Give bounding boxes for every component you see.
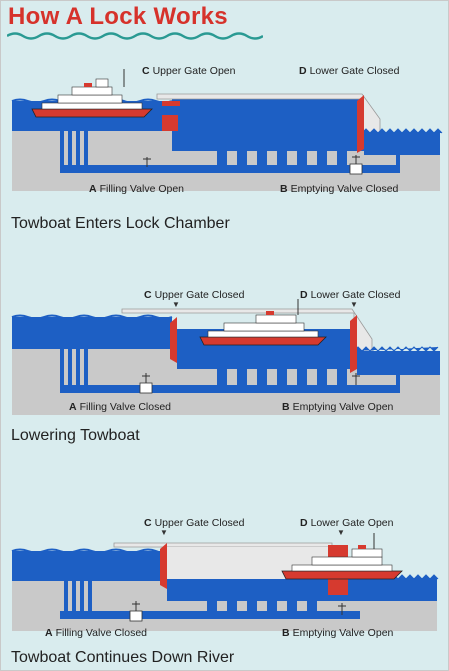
lower-gate — [350, 315, 357, 373]
emptying-valve-icon — [352, 373, 360, 385]
gate-d-marker: ▼ — [350, 300, 358, 309]
filling-valve-icon — [143, 157, 151, 167]
caption-panel-2: Lowering Towboat — [11, 427, 140, 444]
towboat-icon — [281, 533, 403, 580]
filling-valve-icon — [139, 373, 153, 394]
gate-c-marker: ▼ — [172, 300, 180, 309]
lock-wall — [113, 542, 333, 548]
caption-panel-3: Towboat Continues Down River — [11, 649, 235, 666]
page-title: How A Lock Works — [8, 3, 228, 30]
upper-gate — [170, 317, 177, 363]
downstream-water — [354, 351, 440, 375]
gate-c-marker: ▼ — [160, 528, 168, 537]
lower-gate — [357, 95, 364, 153]
lock-cross-section — [11, 69, 443, 191]
gate-d-marker: ▼ — [337, 528, 345, 537]
emptying-valve-icon — [338, 603, 346, 615]
towboat-icon — [31, 69, 153, 118]
caption-panel-1: Towboat Enters Lock Chamber — [11, 215, 230, 232]
culvert — [60, 385, 400, 393]
upper-gate — [162, 101, 180, 106]
lock-cross-section: ▼ ▼ — [11, 299, 440, 415]
filling-valve-icon — [129, 601, 143, 622]
downstream-water — [362, 133, 440, 155]
towboat-icon — [199, 299, 327, 346]
upstream-water — [12, 317, 172, 349]
culvert — [60, 611, 360, 619]
title-wave-underline — [7, 32, 263, 40]
lock-cross-section: ▼ ▼ — [11, 528, 439, 631]
upper-gate — [160, 543, 167, 589]
upstream-water — [12, 551, 162, 581]
culvert — [60, 165, 400, 173]
chamber-water — [172, 99, 364, 151]
chamber-water — [167, 579, 437, 601]
emptying-valve-icon — [349, 155, 363, 175]
